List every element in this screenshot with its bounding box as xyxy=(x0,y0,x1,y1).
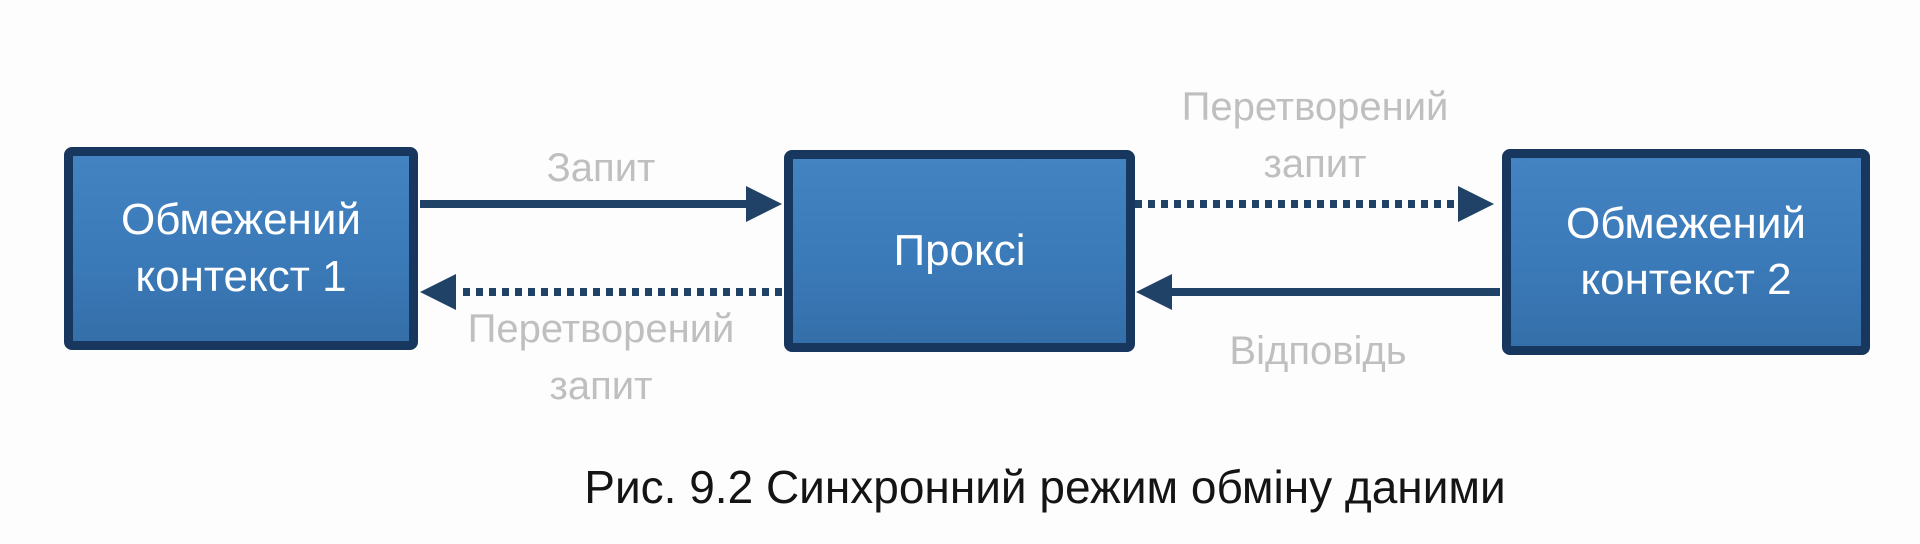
node-proxy: Проксі xyxy=(784,150,1135,352)
edge-label-transformed-request-left: Перетворений запит xyxy=(467,307,735,408)
node-bounded-context-1-label: Обмежений контекст 1 xyxy=(120,195,362,301)
arrow-response xyxy=(1136,274,1500,310)
node-bounded-context-2: Обмежений контекст 2 xyxy=(1502,149,1870,355)
node-proxy-label: Проксі xyxy=(893,225,1026,275)
edge-label-transformed-request-right: Перетворений запит xyxy=(1181,85,1449,186)
node-bounded-context-2-label: Обмежений контекст 2 xyxy=(1565,198,1807,304)
node-bounded-context-1: Обмежений контекст 1 xyxy=(64,147,418,350)
edge-label-request: Запит xyxy=(546,146,656,190)
figure-caption: Рис. 9.2 Синхронний режим обміну даними xyxy=(584,461,1506,513)
edge-label-response: Відповідь xyxy=(1229,329,1407,373)
